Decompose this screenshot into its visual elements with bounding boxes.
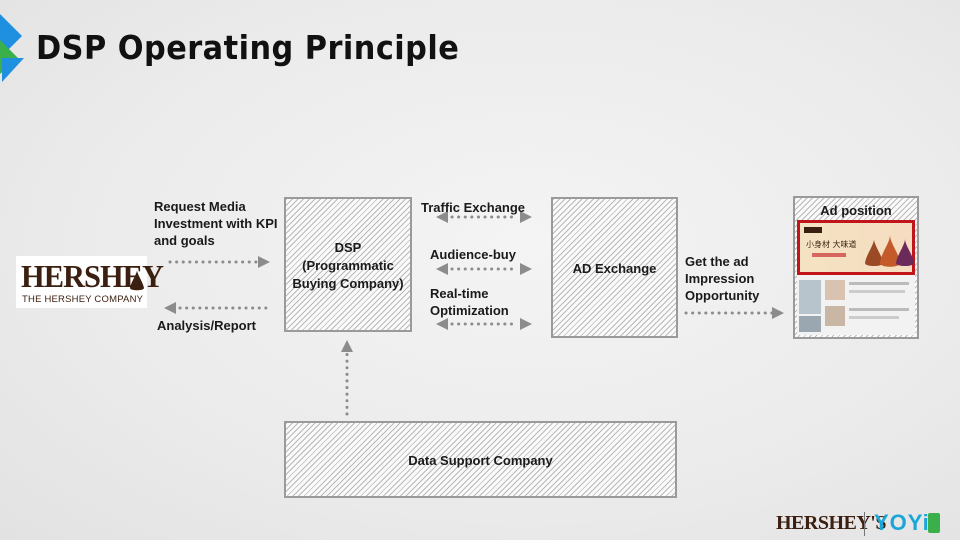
analysis-arrow-head <box>164 302 176 314</box>
audience-arrow-head-right <box>520 263 532 275</box>
realtime-optimization-label: Real-time Optimization <box>430 286 509 318</box>
request-label: Request Media Investment with KPI and go… <box>154 199 278 248</box>
footer-yoyi-badge <box>928 513 940 533</box>
dsp-box-label: DSP (Programmatic Buying Company) <box>292 240 404 291</box>
hershey-logo-subtitle: THE HERSHEY COMPANY <box>22 294 144 305</box>
data-support-arrow-head <box>341 340 353 352</box>
request-arrow-head <box>258 256 270 268</box>
ad-exchange-label: AD Exchange <box>572 261 657 276</box>
slide-title: DSP Operating Principle <box>36 28 460 67</box>
footer-hershey-logo: HERSHEY'S <box>776 512 886 534</box>
analysis-label: Analysis/Report <box>157 318 256 333</box>
data-support-label: Data Support Company <box>408 453 553 468</box>
ad-position-label: Ad position <box>820 203 892 218</box>
ad-banner-headline: 小身材 大味道 <box>806 240 857 249</box>
ad-exchange-box: AD Exchange <box>551 197 678 338</box>
dsp-box: DSP (Programmatic Buying Company) <box>284 197 412 332</box>
data-support-box: Data Support Company <box>284 421 677 498</box>
impression-opportunity-label: Get the ad Impression Opportunity <box>685 254 760 303</box>
impression-arrow-head <box>772 307 784 319</box>
footer-divider <box>864 512 865 536</box>
kiss-icon <box>130 270 144 291</box>
realtime-arrow-head-left <box>436 318 448 330</box>
traffic-arrow-head-left <box>436 211 448 223</box>
ad-banner-highlight: 小身材 大味道 <box>797 220 915 275</box>
ad-webpage-screenshot: 小身材 大味道 <box>797 220 915 335</box>
corner-triangles-decoration <box>0 14 24 82</box>
audience-arrow-head-left <box>436 263 448 275</box>
realtime-arrow-head-right <box>520 318 532 330</box>
hershey-company-logo: HERSHEY THE HERSHEY COMPANY <box>16 256 164 308</box>
audience-buy-label: Audience-buy <box>430 247 516 262</box>
traffic-exchange-label: Traffic Exchange <box>421 200 526 215</box>
traffic-arrow-head-right <box>520 211 532 223</box>
ad-position-box: Ad position 小身材 大味道 <box>793 196 919 339</box>
footer-yoyi-logo: YOYi <box>874 510 930 535</box>
kisses-product-image <box>865 235 914 267</box>
